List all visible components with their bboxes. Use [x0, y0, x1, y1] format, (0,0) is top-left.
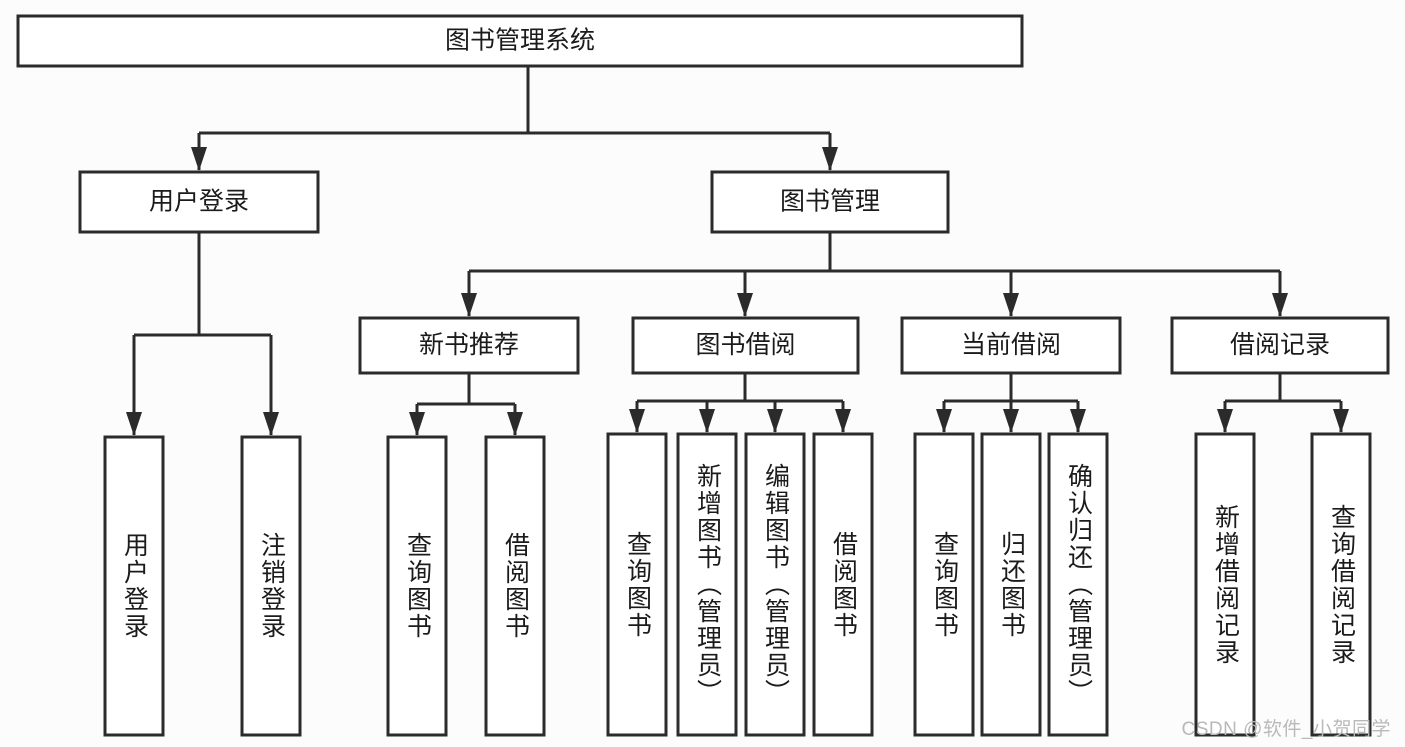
node-leaf-query-book-1[interactable] — [386, 435, 448, 737]
arrow-to-leaf-add-record — [1217, 409, 1233, 433]
watermark: CSDN @软件_小贺同学 — [1181, 719, 1391, 740]
node-leaf-edit-book[interactable] — [744, 432, 806, 737]
arrow-to-book-borrow — [737, 293, 753, 317]
node-current-borrow-label: 当前借阅 — [961, 331, 1061, 359]
arrow-to-book-manage — [822, 147, 838, 171]
node-book-borrow-label: 图书借阅 — [695, 331, 795, 359]
node-user-login-label: 用户登录 — [149, 188, 249, 216]
node-leaf-user-login[interactable] — [103, 435, 165, 737]
node-leaf-confirm-return[interactable] — [1047, 432, 1109, 737]
node-leaf-query-record[interactable] — [1310, 432, 1372, 737]
node-leaf-logout[interactable] — [240, 435, 302, 737]
node-new-book-rec[interactable] — [358, 316, 580, 375]
node-borrow-record[interactable] — [1170, 316, 1390, 375]
arrow-to-leaf-confirm-return — [1070, 409, 1086, 433]
arrow-to-leaf-add-book — [699, 409, 715, 433]
node-book-borrow[interactable] — [631, 316, 860, 375]
node-user-login[interactable] — [78, 170, 320, 234]
arrow-to-current-borrow — [1003, 293, 1019, 317]
arrow-to-leaf-return-book — [1003, 409, 1019, 433]
node-borrow-record-label: 借阅记录 — [1230, 331, 1330, 359]
arrow-to-leaf-logout — [263, 412, 279, 436]
arrow-to-user-login — [191, 147, 207, 171]
node-leaf-borrow-book-1[interactable] — [484, 435, 546, 737]
node-root-label: 图书管理系统 — [445, 27, 595, 55]
node-leaf-borrow-book-2[interactable] — [812, 432, 874, 737]
arrow-to-borrow-record — [1272, 293, 1288, 317]
node-new-book-rec-label: 新书推荐 — [419, 331, 519, 359]
node-leaf-query-book-3[interactable] — [913, 432, 975, 737]
node-leaf-return-book[interactable] — [980, 432, 1042, 737]
node-current-borrow[interactable] — [900, 316, 1122, 375]
node-leaf-query-book-2[interactable] — [606, 432, 668, 737]
arrow-to-leaf-query-book-2 — [629, 409, 645, 433]
connector-layer — [126, 66, 1349, 436]
node-root[interactable] — [16, 14, 1024, 68]
node-book-manage-label: 图书管理 — [780, 188, 880, 216]
arrow-to-leaf-edit-book — [767, 409, 783, 433]
node-box-layer — [16, 14, 1390, 737]
arrow-to-leaf-user-login — [126, 412, 142, 436]
arrow-to-leaf-query-book-3 — [936, 409, 952, 433]
node-leaf-add-record[interactable] — [1194, 432, 1256, 737]
arrow-to-leaf-borrow-book-1 — [507, 412, 523, 436]
arrow-to-new-book-rec — [461, 293, 477, 317]
arrow-to-leaf-query-book-1 — [409, 412, 425, 436]
node-book-manage[interactable] — [710, 170, 950, 234]
arrow-to-leaf-query-record — [1333, 409, 1349, 433]
node-leaf-add-book[interactable] — [676, 432, 738, 737]
arrow-to-leaf-borrow-book-2 — [835, 409, 851, 433]
